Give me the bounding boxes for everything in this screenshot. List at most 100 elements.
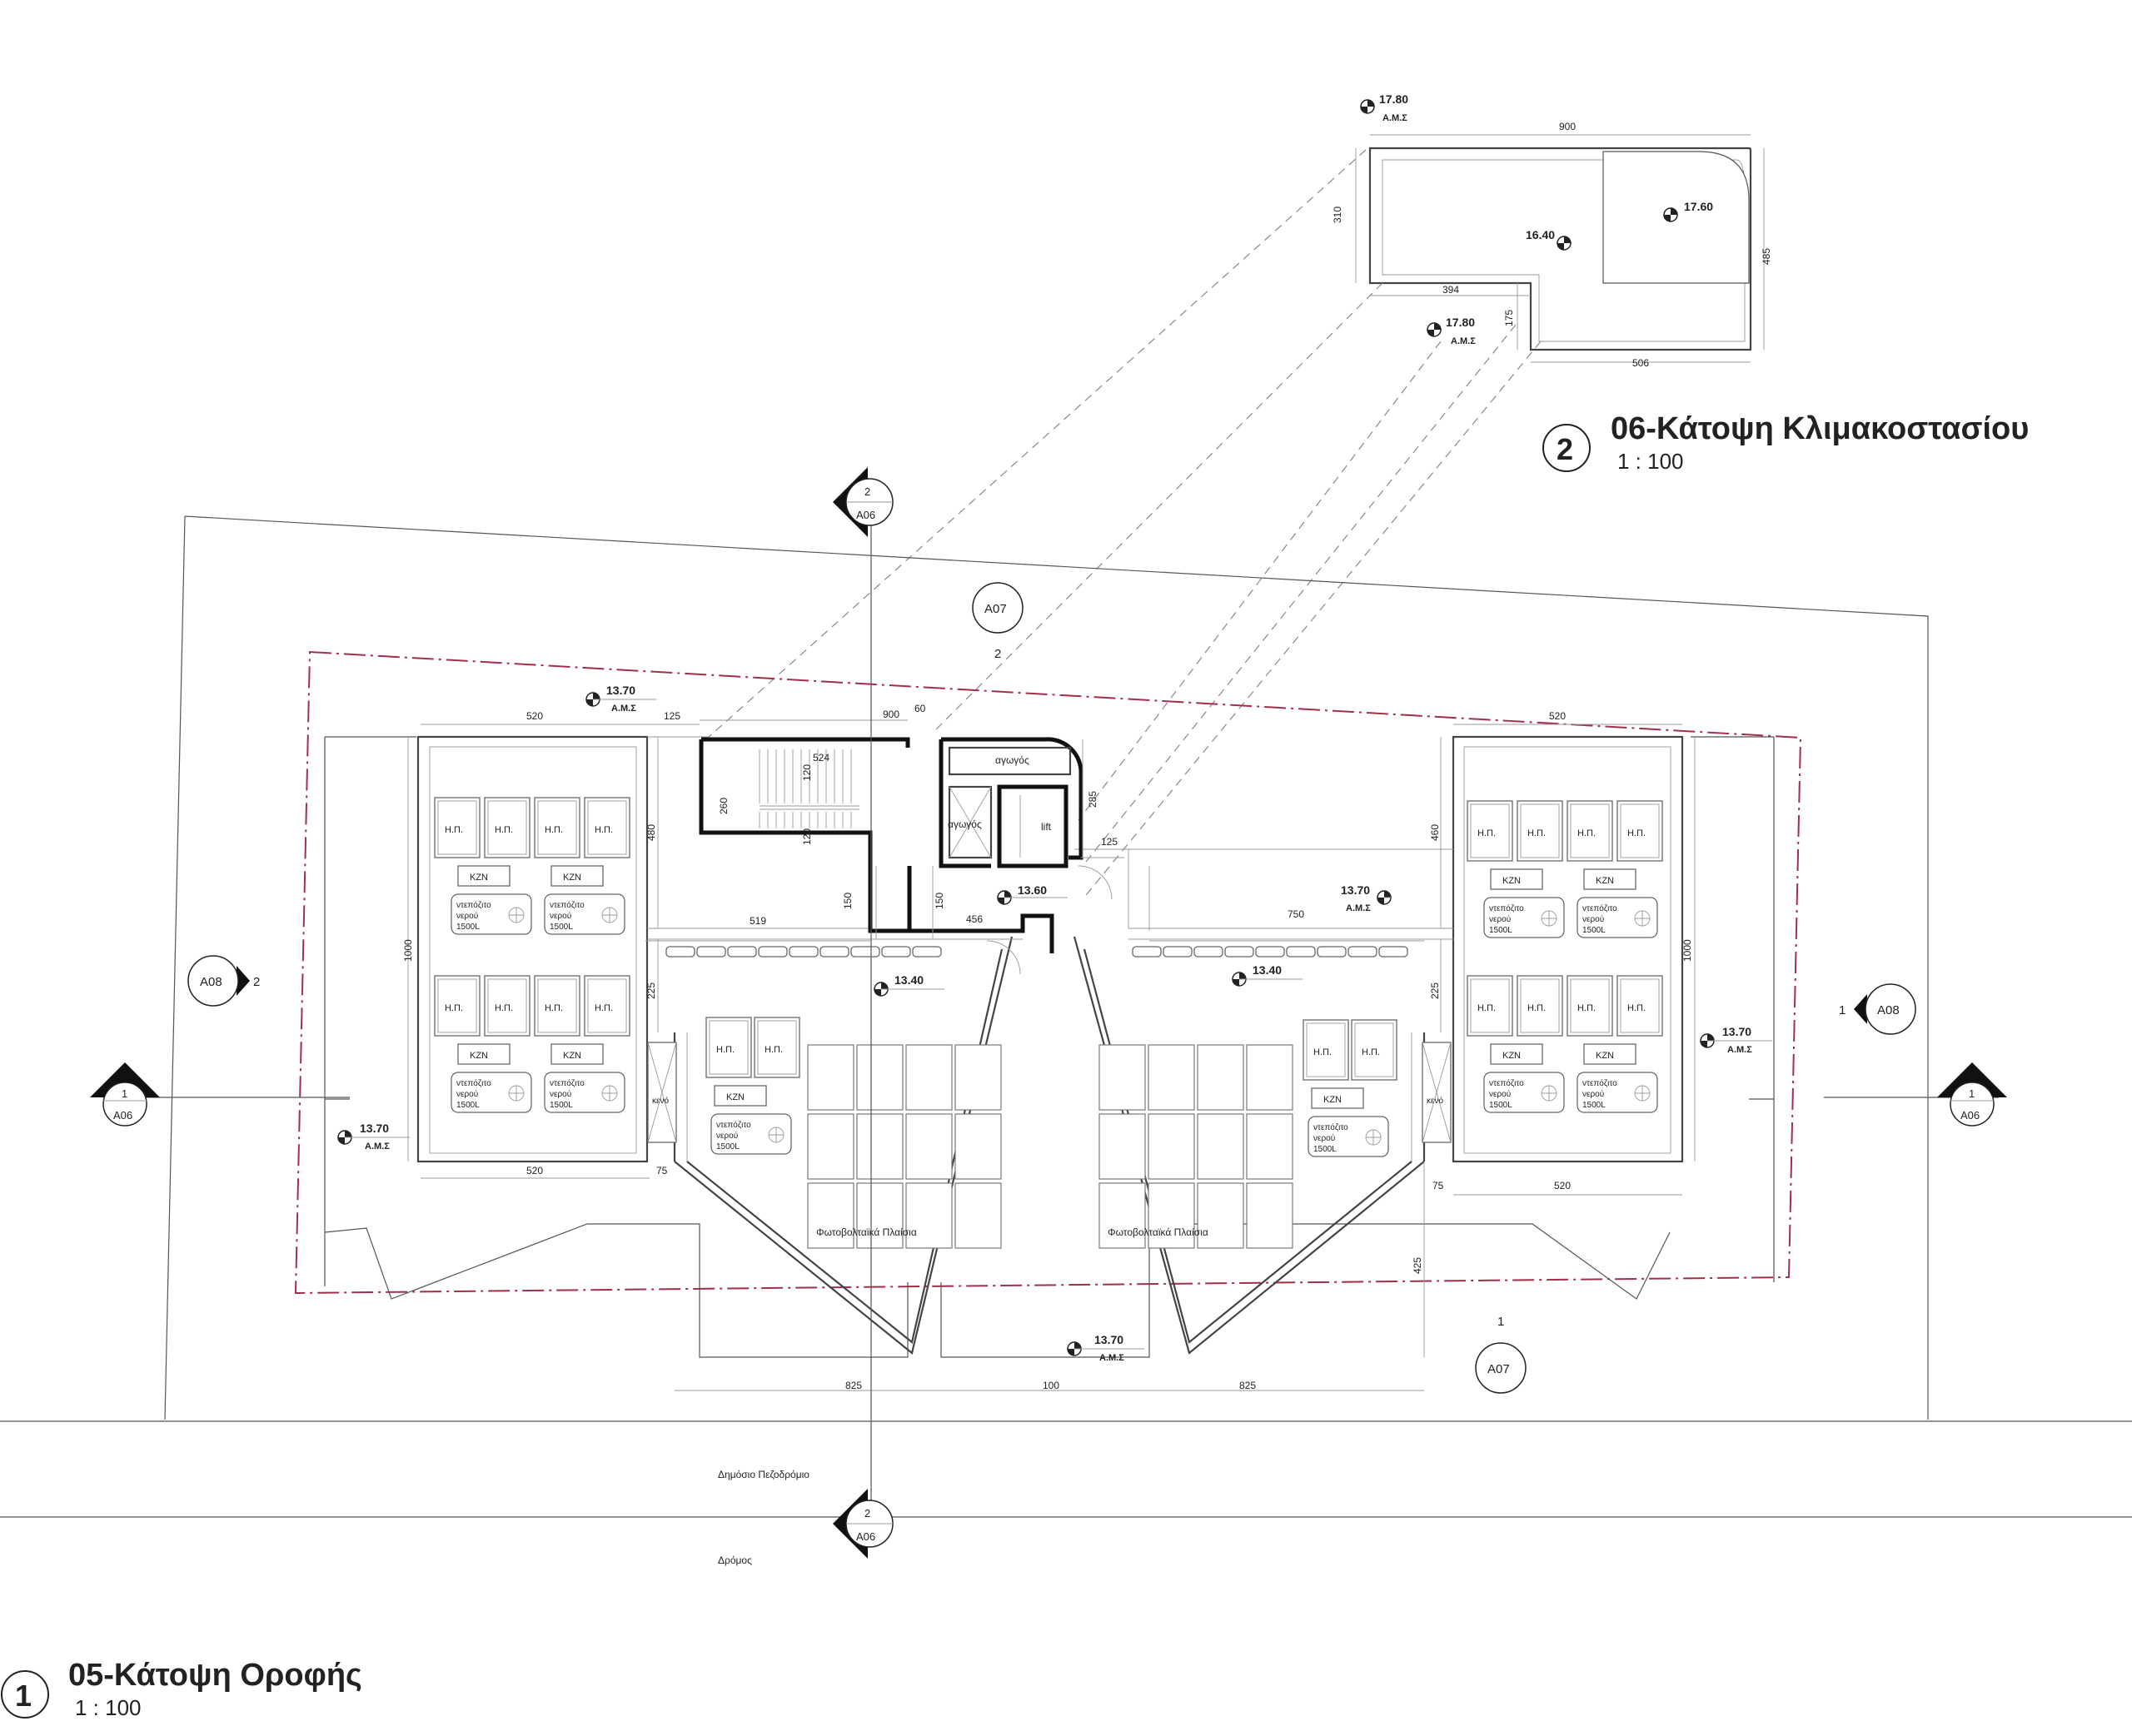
svg-text:1: 1 bbox=[1497, 1315, 1504, 1329]
svg-text:456: 456 bbox=[966, 913, 983, 925]
pv-label-right: Φωτοβολταϊκά Πλαίσια bbox=[1108, 1226, 1208, 1238]
pv-panels bbox=[807, 1044, 1293, 1249]
svg-text:520: 520 bbox=[1549, 710, 1566, 722]
heat-pump-unit bbox=[1616, 975, 1663, 1037]
gutter-segment bbox=[1224, 946, 1254, 958]
dim-900: 900 bbox=[1559, 121, 1576, 132]
section-a07: A07 1 bbox=[1475, 1315, 1527, 1394]
svg-text:125: 125 bbox=[664, 710, 680, 722]
pv-panel bbox=[1197, 1113, 1244, 1180]
heat-pump-label: Η.Π. bbox=[1627, 828, 1646, 838]
level-marker: 13.70Α.Μ.Σ bbox=[1067, 1333, 1144, 1363]
gutter-segment bbox=[912, 946, 942, 958]
gutter-segment bbox=[1378, 946, 1408, 958]
heat-pump-unit bbox=[754, 1017, 800, 1078]
gutter-segment bbox=[1347, 946, 1377, 958]
heat-pump-unit bbox=[434, 975, 481, 1037]
view-number: 1 bbox=[15, 1679, 32, 1713]
svg-text:1500L: 1500L bbox=[1489, 1101, 1512, 1110]
pv-panel bbox=[807, 1113, 854, 1180]
gutter-segment bbox=[665, 946, 695, 958]
svg-text:13.70: 13.70 bbox=[1094, 1333, 1123, 1346]
gutter-segment bbox=[1193, 946, 1223, 958]
svg-text:1500L: 1500L bbox=[550, 1101, 573, 1110]
svg-text:75: 75 bbox=[1432, 1180, 1444, 1191]
heat-pump-unit bbox=[1517, 800, 1563, 862]
svg-text:Α.Μ.Σ: Α.Μ.Σ bbox=[1346, 903, 1371, 913]
svg-text:A06: A06 bbox=[113, 1109, 132, 1122]
svg-text:120: 120 bbox=[801, 828, 813, 845]
heat-pump-label: Η.Π. bbox=[1577, 828, 1596, 838]
svg-text:225: 225 bbox=[645, 982, 657, 999]
svg-text:νερού: νερού bbox=[1582, 1089, 1604, 1099]
heat-pump-label: Η.Π. bbox=[765, 1045, 783, 1055]
heat-pump-label: Η.Π. bbox=[1362, 1047, 1380, 1057]
pv-panel bbox=[954, 1044, 1002, 1111]
kzn-unit bbox=[714, 1085, 767, 1107]
kzn-unit bbox=[550, 865, 604, 887]
kzn-label: ΚΖΝ bbox=[470, 1051, 488, 1061]
equipment-cluster: Η.Π.Η.Π.Η.Π.Η.Π.ΚΖΝντεπόζιτονερού1500LΚΖ… bbox=[434, 975, 630, 1113]
heat-pump-label: Η.Π. bbox=[1477, 1003, 1496, 1013]
kzn-label: ΚΖΝ bbox=[470, 873, 488, 883]
gutter-segment bbox=[1132, 946, 1162, 958]
level-marker-17-80-mid: 17.80 Α.Μ.Σ bbox=[1427, 316, 1476, 346]
lift-label: lift bbox=[1041, 821, 1052, 833]
heat-pump-label: Η.Π. bbox=[595, 825, 613, 835]
gutter-segment bbox=[758, 946, 788, 958]
heat-pump-unit bbox=[705, 1017, 752, 1078]
svg-text:520: 520 bbox=[526, 710, 543, 722]
heat-pump-unit bbox=[1351, 1019, 1397, 1081]
level-marker: 13.70Α.Μ.Σ bbox=[585, 684, 656, 714]
pv-panel bbox=[1098, 1044, 1146, 1111]
gutter-row-left bbox=[665, 946, 942, 958]
heat-pump-unit bbox=[1567, 975, 1613, 1037]
svg-text:ντεπόζιτο: ντεπόζιτο bbox=[1582, 1078, 1617, 1088]
svg-text:17.60: 17.60 bbox=[1684, 200, 1713, 213]
stair-plan: 900 310 485 394 175 506 17.80 Α.Μ.Σ 16.4… bbox=[1332, 92, 1772, 369]
gutter-segment bbox=[789, 946, 819, 958]
level-marker: 13.60 bbox=[997, 883, 1068, 905]
kzn-label: ΚΖΝ bbox=[563, 873, 581, 883]
water-tank bbox=[1577, 897, 1658, 938]
heat-pump-label: Η.Π. bbox=[545, 825, 563, 835]
view-scale: 1 : 100 bbox=[75, 1695, 142, 1720]
projection-lines bbox=[699, 149, 1542, 900]
heat-pump-unit bbox=[1467, 975, 1513, 1037]
svg-text:A07: A07 bbox=[984, 602, 1007, 616]
dim-394: 394 bbox=[1442, 284, 1459, 296]
heat-pump-label: Η.Π. bbox=[545, 1003, 563, 1013]
view-title-2: 2 06-Κάτοψη Κλιμακοστασίου 1 : 100 bbox=[1542, 411, 2029, 474]
svg-text:Α.Μ.Σ: Α.Μ.Σ bbox=[365, 1142, 390, 1152]
svg-text:2: 2 bbox=[253, 975, 260, 989]
pv-panel bbox=[807, 1182, 854, 1249]
pv-panel bbox=[1246, 1113, 1293, 1180]
svg-text:120: 120 bbox=[801, 764, 813, 781]
pv-panel bbox=[954, 1182, 1002, 1249]
water-tank bbox=[544, 1072, 625, 1113]
pv-panel bbox=[1148, 1113, 1195, 1180]
svg-text:425: 425 bbox=[1412, 1257, 1423, 1274]
pv-panel bbox=[856, 1044, 904, 1111]
building-outline bbox=[324, 736, 1775, 1358]
svg-text:75: 75 bbox=[656, 1165, 668, 1176]
road-label: Δρόμος bbox=[718, 1554, 752, 1566]
heat-pump-unit bbox=[534, 975, 580, 1037]
svg-text:519: 519 bbox=[750, 915, 766, 927]
dimension-texts: 520 125 900 60 524 120 120 260 285 125 5… bbox=[402, 703, 1693, 1391]
svg-text:Α.Μ.Σ: Α.Μ.Σ bbox=[1382, 113, 1407, 123]
svg-text:825: 825 bbox=[1239, 1380, 1256, 1391]
equipment-cluster: Η.Π.Η.Π.Η.Π.Η.Π.ΚΖΝντεπόζιτονερού1500LΚΖ… bbox=[434, 797, 630, 935]
svg-text:900: 900 bbox=[883, 709, 899, 720]
svg-text:νερού: νερού bbox=[1313, 1133, 1335, 1143]
svg-text:A08: A08 bbox=[200, 975, 222, 989]
svg-text:Α.Μ.Σ: Α.Μ.Σ bbox=[1099, 1353, 1124, 1363]
svg-text:125: 125 bbox=[1101, 836, 1118, 848]
svg-text:1500L: 1500L bbox=[1582, 926, 1606, 935]
svg-text:A07: A07 bbox=[1487, 1362, 1510, 1376]
svg-text:κενό: κενό bbox=[652, 1096, 669, 1106]
pv-panel bbox=[807, 1044, 854, 1111]
svg-text:17.80: 17.80 bbox=[1379, 92, 1408, 106]
heat-pump-label: Η.Π. bbox=[1477, 828, 1496, 838]
heat-pump-label: Η.Π. bbox=[495, 1003, 513, 1013]
